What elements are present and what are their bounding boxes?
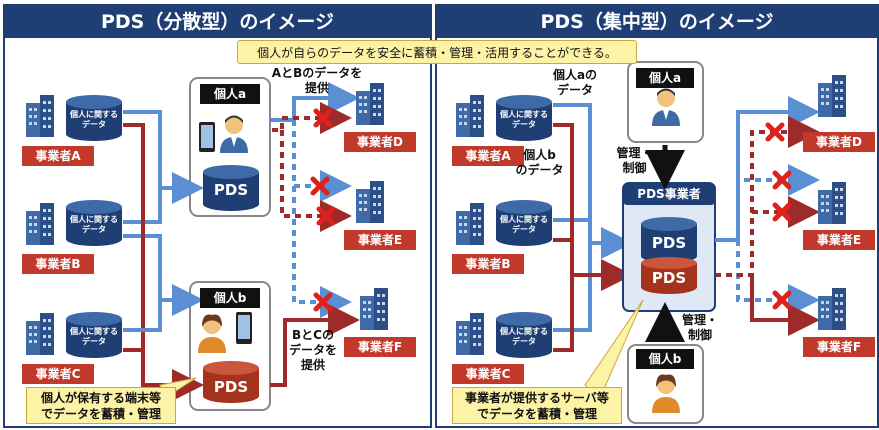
left-db-label-a: 個人に関する データ (70, 110, 118, 129)
right-manage-label-bottom: 管理・ 制御 (681, 313, 718, 342)
right-note: 事業者が提供するサーバ等 でデータを蓄積・管理 (452, 387, 622, 424)
right-individual-a-tag: 個人a (636, 68, 694, 88)
left-db-label-c: 個人に関する データ (70, 327, 118, 346)
left-db-label-b: 個人に関する データ (70, 215, 118, 234)
pds-central-label: PDS (652, 234, 686, 252)
right-panel-title: PDS（集中型）のイメージ (437, 6, 877, 38)
operator-f-building-icon (360, 288, 388, 330)
right-target-f-tag: 事業者F (803, 337, 875, 357)
pds-operator-title: PDS事業者 (637, 187, 701, 201)
right-target-e-tag: 事業者E (803, 230, 875, 250)
right-operator-c-tag: 事業者C (452, 364, 524, 384)
left-target-f-tag: 事業者F (344, 337, 416, 357)
banner: 個人が自らのデータを安全に蓄積・管理・活用することができる。 (237, 40, 637, 64)
blocked-icon (313, 179, 327, 193)
right-db-label-a: 個人に関する データ (500, 110, 548, 129)
right-db-label-c: 個人に関する データ (500, 327, 548, 346)
blocked-icon (316, 295, 330, 309)
pds-central-red-cylinder (641, 257, 697, 294)
left-note: 個人が保有する端末等 でデータを蓄積・管理 (26, 387, 176, 424)
right-label-b-data: 個人b のデータ (515, 148, 564, 177)
left-individual-a-tag: 個人a (200, 84, 260, 104)
operator-a-building-icon (26, 95, 54, 137)
operator-d-building-icon (818, 75, 846, 117)
operator-e-building-icon (356, 181, 384, 223)
pds-a-label: PDS (214, 181, 248, 199)
operator-a-building-icon (456, 95, 484, 137)
left-target-e-tag: 事業者E (344, 230, 416, 250)
left-operator-b-tag: 事業者B (22, 254, 94, 274)
operator-f-building-icon (818, 288, 846, 330)
pds-b-cylinder (203, 361, 259, 403)
right-db-label-b: 個人に関する データ (500, 215, 548, 234)
operator-c-building-icon (456, 313, 484, 355)
left-operator-a-tag: 事業者A (22, 146, 94, 166)
operator-c-building-icon (26, 313, 54, 355)
operator-b-building-icon (456, 203, 484, 245)
right-target-d-tag: 事業者D (803, 132, 875, 152)
right-individual-b-tag: 個人b (636, 349, 694, 369)
left-individual-b-tag: 個人b (200, 288, 260, 308)
right-operator-a-tag: 事業者A (452, 146, 524, 166)
right-operator-b-tag: 事業者B (452, 254, 524, 274)
left-arrow-label-bottom: BとCの データを 提供 (288, 328, 337, 372)
pds-b-label: PDS (214, 378, 248, 396)
operator-e-building-icon (818, 182, 846, 224)
right-manage-label-top: 管理・ 制御 (616, 146, 653, 175)
left-target-d-tag: 事業者D (344, 132, 416, 152)
operator-b-building-icon (26, 203, 54, 245)
left-arrow-label-top: AとBのデータを 提供 (271, 66, 363, 95)
left-panel-title: PDS（分散型）のイメージ (5, 6, 430, 38)
right-label-a-data: 個人aの データ (552, 68, 598, 97)
pds-central-red-label: PDS (652, 269, 686, 287)
left-operator-c-tag: 事業者C (22, 364, 94, 384)
